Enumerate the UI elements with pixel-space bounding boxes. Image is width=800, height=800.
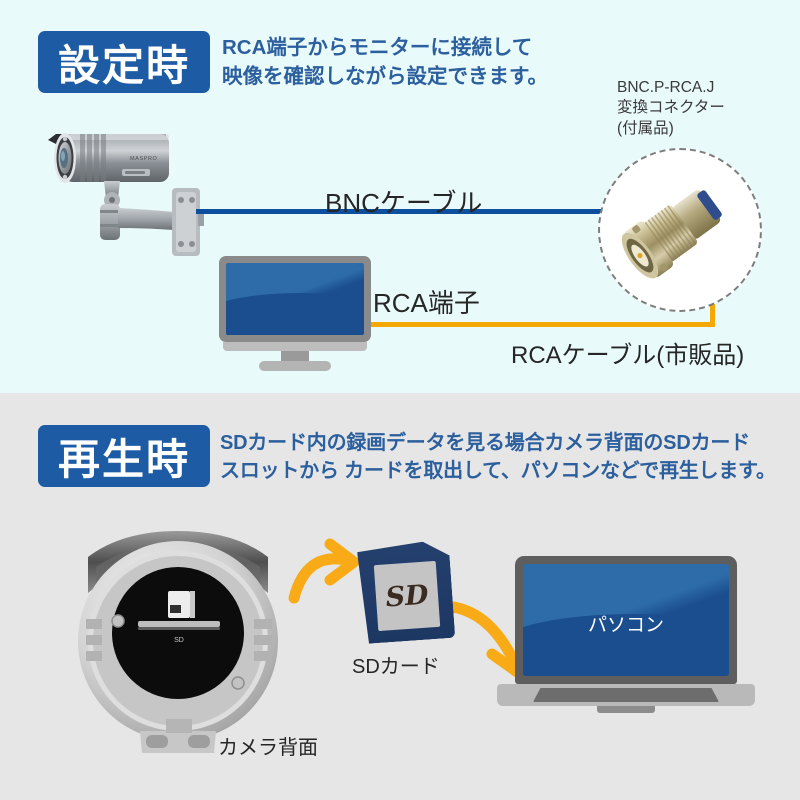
camera-back-label-text: カメラ背面 bbox=[218, 737, 318, 759]
bnc-cable-label: BNCケーブル bbox=[325, 188, 483, 218]
sd-logo-text: SD bbox=[384, 579, 430, 613]
cctv-camera-illustration: MASPRO bbox=[48, 133, 204, 256]
bnc-connector-photo bbox=[621, 190, 722, 279]
setup-description: RCA端子からモニターに接続して 映像を確認しながら設定できます。 bbox=[222, 36, 548, 89]
rca-cable-label: RCAケーブル(市販品) bbox=[511, 342, 745, 369]
svg-text:MASPRO: MASPRO bbox=[130, 156, 158, 162]
rca-cable-line-horizontal bbox=[349, 322, 715, 327]
monitor-neck bbox=[281, 351, 309, 363]
badge-playback: 再生時 bbox=[38, 425, 210, 487]
bnc-connector-callout-circle bbox=[598, 148, 762, 312]
sd-card-label-text: SDカード bbox=[352, 656, 440, 678]
laptop-illustration: パソコン bbox=[497, 556, 759, 736]
badge-setup: 設定時 bbox=[38, 31, 210, 93]
bnc-cable-line bbox=[196, 209, 604, 214]
sd-card-illustration: SD bbox=[360, 543, 458, 643]
playback-description: SDカード内の録画データを見る場合カメラ背面のSDカード スロットから カードを… bbox=[220, 432, 776, 483]
svg-text:SD: SD bbox=[174, 637, 184, 644]
monitor-screen bbox=[226, 263, 364, 335]
rca-jack-label: RCA端子 bbox=[373, 288, 480, 318]
arrow-camera-to-sdcard bbox=[288, 538, 360, 604]
laptop-lid: パソコン bbox=[515, 556, 737, 684]
camera-back-illustration: SD bbox=[78, 531, 278, 753]
monitor-base bbox=[223, 342, 367, 351]
laptop-trackpad bbox=[597, 706, 655, 713]
laptop-screen: パソコン bbox=[523, 564, 729, 676]
sd-card-label: SD bbox=[373, 560, 441, 632]
laptop-keyboard bbox=[533, 688, 719, 702]
section-setup: 設定時 RCA端子からモニターに接続して 映像を確認しながら設定できます。 bbox=[0, 0, 800, 393]
laptop-screen-label: パソコン bbox=[587, 615, 664, 636]
connector-label: BNC.P-RCA.J 変換コネクター (付属品) bbox=[617, 79, 725, 137]
monitor-illustration bbox=[219, 256, 371, 371]
monitor-foot bbox=[259, 361, 331, 371]
